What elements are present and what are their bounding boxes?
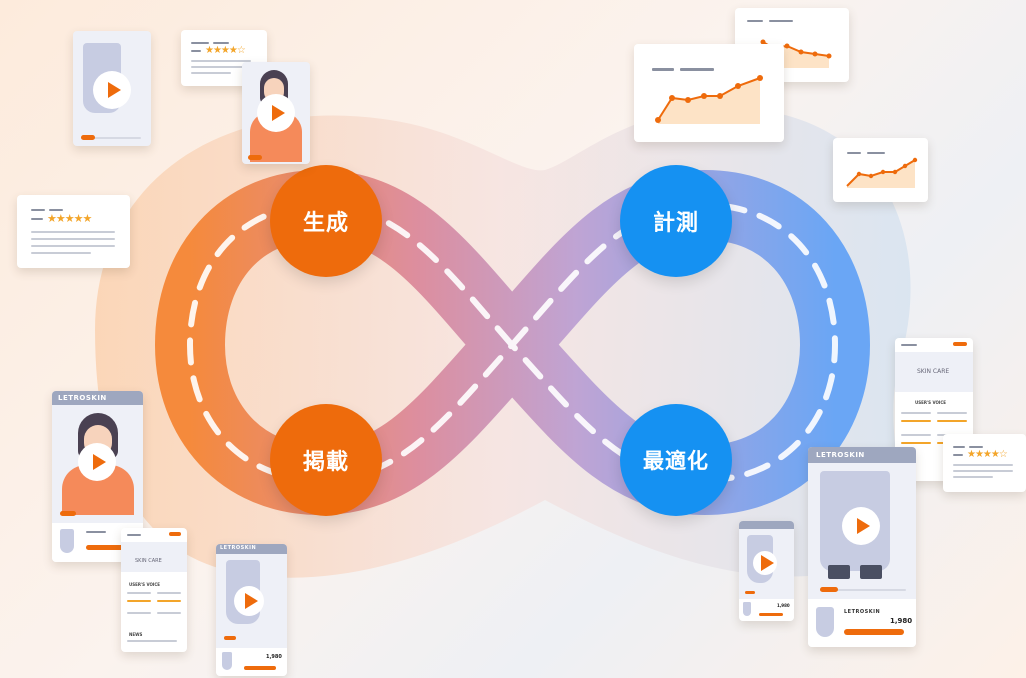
line-chart xyxy=(846,157,918,188)
review-card-right: ★★★★☆ xyxy=(943,434,1026,492)
line-chart xyxy=(655,75,763,124)
step-generate-label: 生成 xyxy=(302,211,349,236)
product-thumb xyxy=(60,529,74,553)
step-publish-label: 掲載 xyxy=(302,450,349,475)
product-thumb xyxy=(816,607,834,637)
price-label: 1,980 xyxy=(777,603,790,608)
phone-mockup-person: LETROSKIN 1,980 xyxy=(52,391,143,562)
video-progress xyxy=(745,591,755,594)
play-icon xyxy=(753,551,777,575)
skin-care-page-mockup: SKIN CARE USER'S VOICE NEWS xyxy=(121,528,187,652)
buy-button xyxy=(86,545,126,550)
video-progress xyxy=(820,587,838,592)
play-icon xyxy=(234,586,264,616)
video-progress xyxy=(248,155,262,160)
chart-card-large xyxy=(634,44,784,142)
skin-care-label: SKIN CARE xyxy=(917,368,950,375)
phone-mockup-large: LETROSKIN LETROSKIN 1,980 xyxy=(808,447,916,647)
rating-stars: ★★★★☆ xyxy=(967,449,1008,460)
rating-stars: ★★★★★ xyxy=(47,212,92,225)
video-progress xyxy=(60,511,76,516)
buy-button xyxy=(244,666,276,670)
rating-stars: ★★★★☆ xyxy=(205,45,246,56)
price-label: 1,980 xyxy=(266,654,282,660)
phone-mockup-product: LETROSKIN 1,980 xyxy=(216,544,287,676)
chart-card-small-right xyxy=(833,138,928,202)
step-measure-label: 計測 xyxy=(652,211,699,236)
buy-button xyxy=(759,613,783,616)
news-label: NEWS xyxy=(129,632,143,637)
skin-care-label: SKIN CARE xyxy=(135,558,162,564)
brand-label: LETROSKIN xyxy=(816,451,865,459)
video-card-person xyxy=(242,62,310,164)
video-progress xyxy=(224,636,236,640)
product-thumb xyxy=(222,652,232,670)
step-measure: 計測 xyxy=(620,165,732,277)
play-icon xyxy=(78,443,116,481)
price-label: 1,980 xyxy=(890,617,913,625)
product-name: LETROSKIN xyxy=(844,609,881,615)
step-optimize: 最適化 xyxy=(620,404,732,516)
infinity-road-dashes xyxy=(186,201,839,484)
review-card-left: ★★★★★ xyxy=(17,195,130,268)
users-voice-label: USER'S VOICE xyxy=(915,400,947,405)
step-optimize-label: 最適化 xyxy=(643,449,709,473)
product-thumb xyxy=(743,602,751,616)
brand-label: LETROSKIN xyxy=(58,394,107,402)
play-icon xyxy=(93,71,131,109)
play-icon xyxy=(842,507,880,545)
step-publish: 掲載 xyxy=(270,404,382,516)
brand-label: LETROSKIN xyxy=(220,545,257,551)
users-voice-label: USER'S VOICE xyxy=(129,582,161,587)
video-progress xyxy=(81,135,95,140)
buy-button xyxy=(844,629,904,635)
play-icon xyxy=(257,94,295,132)
video-card-product xyxy=(73,31,151,146)
step-generate: 生成 xyxy=(270,165,382,277)
phone-mockup-small: 1,980 xyxy=(739,521,794,621)
